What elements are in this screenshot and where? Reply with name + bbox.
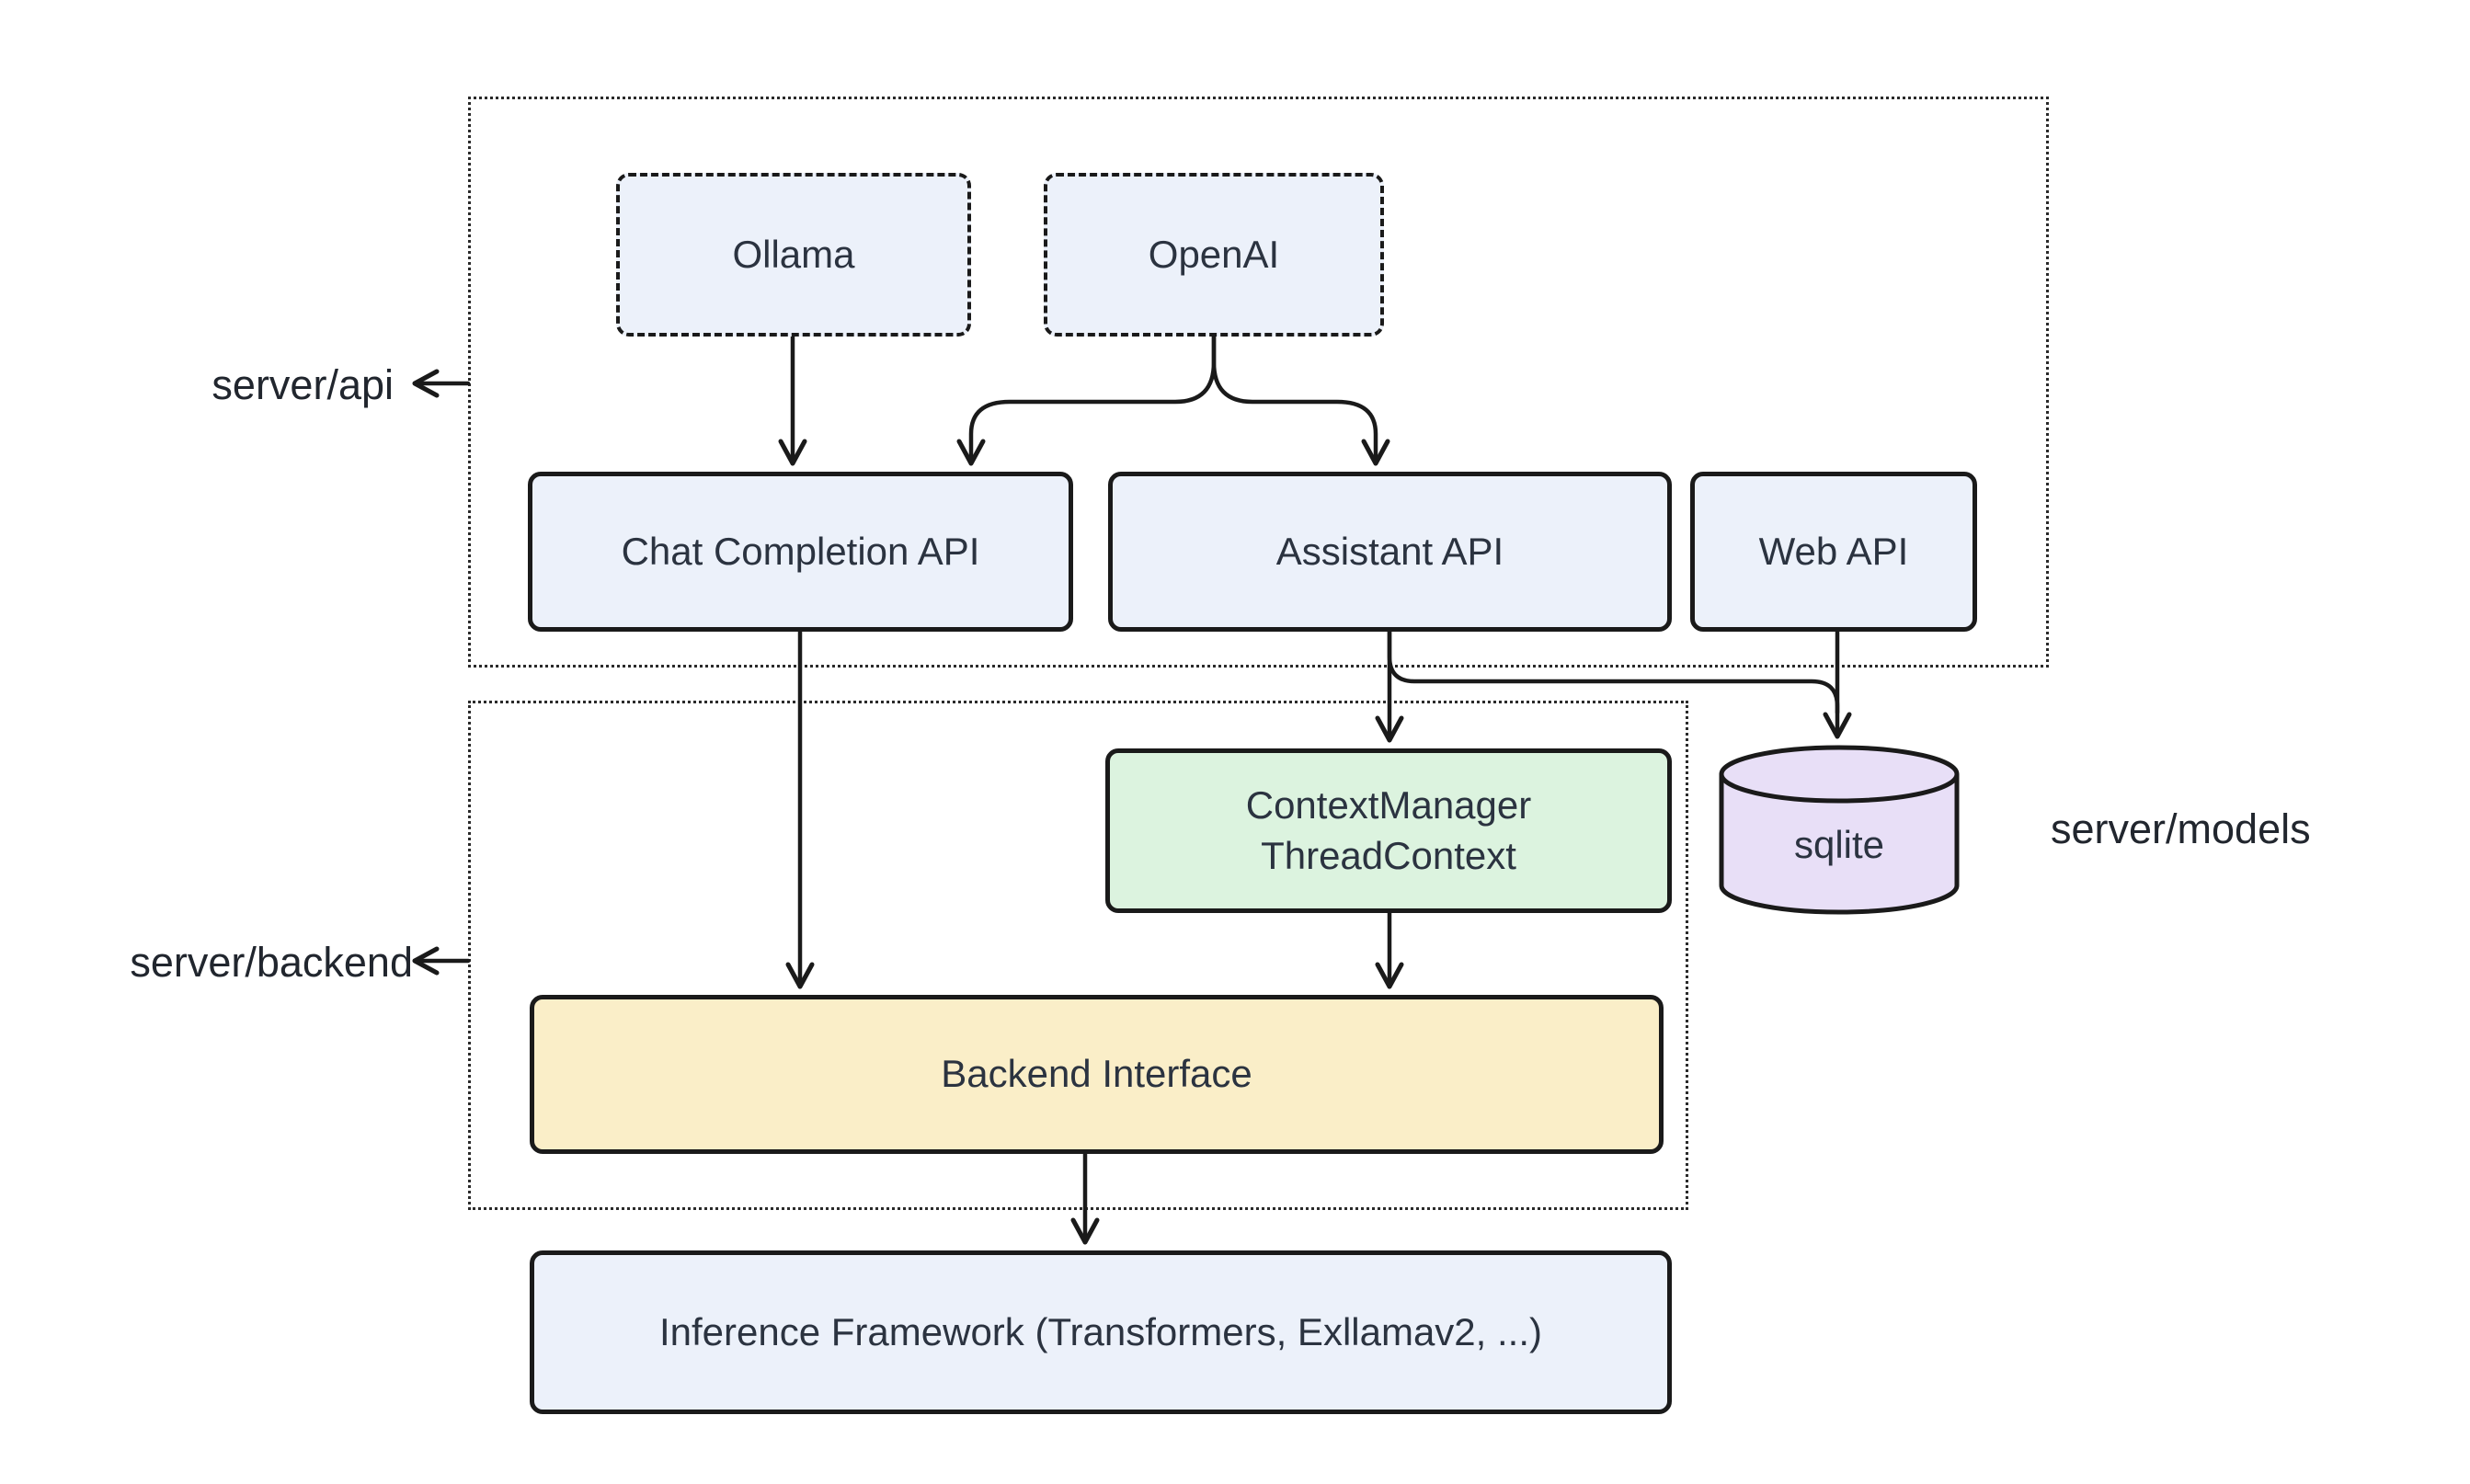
node-web-api: Web API (1690, 472, 1977, 632)
node-backend-interface-label: Backend Interface (941, 1052, 1252, 1096)
node-inference-framework-label: Inference Framework (Transformers, Exlla… (658, 1309, 1542, 1353)
server-backend-label: server/backend (130, 939, 413, 987)
sqlite-cylinder-body (1719, 774, 1960, 915)
server-models-label: server/models (2051, 805, 2311, 853)
sqlite-label: sqlite (1721, 823, 1957, 867)
node-openai: OpenAI (1044, 173, 1384, 337)
server-models-label-text: server/models (2051, 805, 2311, 852)
sqlite-cylinder-top (1719, 745, 1960, 804)
node-ollama-label: Ollama (732, 232, 855, 276)
sqlite-label-text: sqlite (1793, 823, 1885, 866)
node-ollama: Ollama (616, 173, 971, 337)
node-chat-completion-api-label: Chat Completion API (621, 529, 980, 573)
node-chat-completion-api: Chat Completion API (528, 472, 1073, 632)
sqlite-cylinder (1719, 745, 1960, 915)
server-backend-container (468, 701, 1688, 1210)
node-openai-label: OpenAI (1148, 232, 1280, 276)
node-backend-interface: Backend Interface (530, 995, 1664, 1154)
node-assistant-api-label: Assistant API (1275, 529, 1504, 573)
server-backend-label-text: server/backend (130, 939, 413, 986)
node-context-manager: ContextManager ThreadContext (1105, 748, 1672, 913)
edge-openai-to-assistant (1211, 334, 1390, 466)
node-web-api-label: Web API (1758, 529, 1909, 573)
node-inference-framework: Inference Framework (Transformers, Exlla… (530, 1250, 1672, 1414)
node-assistant-api: Assistant API (1108, 472, 1672, 632)
node-context-manager-line1: ContextManager (1245, 782, 1532, 827)
edge-openai-to-chat-completion (956, 334, 1217, 466)
node-context-manager-line2: ThreadContext (1261, 833, 1516, 877)
server-api-label-text: server/api (212, 361, 394, 408)
edge-assistant-to-sqlite (1387, 629, 1840, 715)
server-api-label: server/api (212, 361, 394, 409)
